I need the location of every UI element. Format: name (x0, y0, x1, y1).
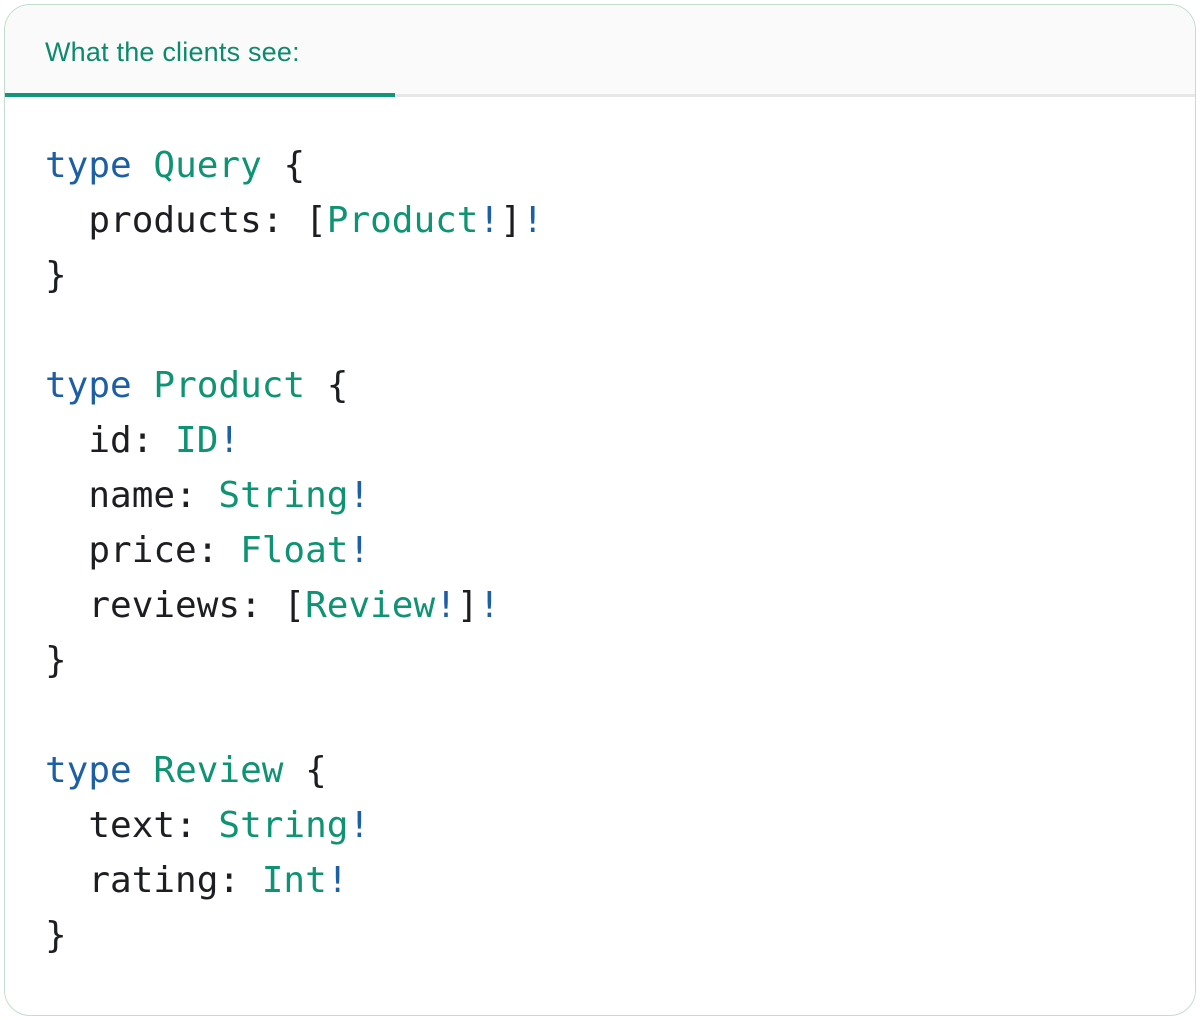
code-token-plain: { (261, 145, 306, 186)
code-token-op: ! (348, 530, 371, 571)
code-line: } (45, 248, 1155, 303)
code-token-plain (132, 365, 154, 406)
code-token-type: Review (305, 585, 436, 626)
code-token-type: Float (240, 530, 349, 571)
code-token-plain: text: (45, 805, 219, 846)
code-token-plain: { (305, 365, 349, 406)
code-token-op: ! (218, 420, 241, 461)
code-line: price: Float! (45, 523, 1155, 578)
code-token-op: ! (478, 200, 501, 241)
code-token-type: Review (153, 750, 284, 791)
code-token-type: String (218, 805, 349, 846)
code-token-kw: type (45, 750, 132, 791)
code-line (45, 303, 1155, 358)
code-token-plain: ] (500, 200, 522, 241)
code-token-plain: products: [ (45, 200, 327, 241)
code-token-plain: name: (45, 475, 219, 516)
code-panel-header: What the clients see: (5, 5, 1195, 97)
code-token-plain (132, 145, 154, 186)
code-token-kw: type (45, 365, 132, 406)
code-token-type: Product (153, 365, 306, 406)
code-token-type: Product (326, 200, 479, 241)
code-line: name: String! (45, 468, 1155, 523)
code-line (45, 688, 1155, 743)
code-token-op: ! (348, 805, 371, 846)
header-divider (5, 94, 1195, 97)
graphql-schema-code: type Query { products: [Product!]!}type … (5, 97, 1195, 1003)
tab-what-clients-see[interactable]: What the clients see: (45, 37, 300, 67)
code-line: products: [Product!]! (45, 193, 1155, 248)
code-token-op: ! (326, 860, 349, 901)
code-token-type: ID (175, 420, 219, 461)
code-token-type: Int (261, 860, 327, 901)
code-line: } (45, 908, 1155, 963)
code-token-plain (132, 750, 154, 791)
code-token-plain: price: (45, 530, 241, 571)
code-token-op: ! (521, 200, 544, 241)
code-token-type: String (218, 475, 349, 516)
code-line: type Product { (45, 358, 1155, 413)
code-line: id: ID! (45, 413, 1155, 468)
code-token-plain: reviews: [ (45, 585, 306, 626)
code-token-op: ! (478, 585, 501, 626)
code-token-op: ! (348, 475, 371, 516)
code-token-plain: rating: (45, 860, 262, 901)
code-line: type Review { (45, 743, 1155, 798)
code-token-plain: } (45, 915, 67, 956)
code-token-plain: } (45, 255, 67, 296)
code-line: reviews: [Review!]! (45, 578, 1155, 633)
code-token-op: ! (435, 585, 457, 626)
code-panel: What the clients see: type Query { produ… (4, 4, 1196, 1016)
code-line: rating: Int! (45, 853, 1155, 908)
code-token-kw: type (45, 145, 132, 186)
code-token-plain: ] (456, 585, 479, 626)
code-token-plain: { (283, 750, 327, 791)
code-token-type: Query (153, 145, 262, 186)
code-line: } (45, 633, 1155, 688)
code-token-plain: } (45, 640, 67, 681)
code-line: text: String! (45, 798, 1155, 853)
code-token-plain: id: (45, 420, 176, 461)
active-tab-indicator (5, 93, 395, 97)
code-line: type Query { (45, 138, 1155, 193)
